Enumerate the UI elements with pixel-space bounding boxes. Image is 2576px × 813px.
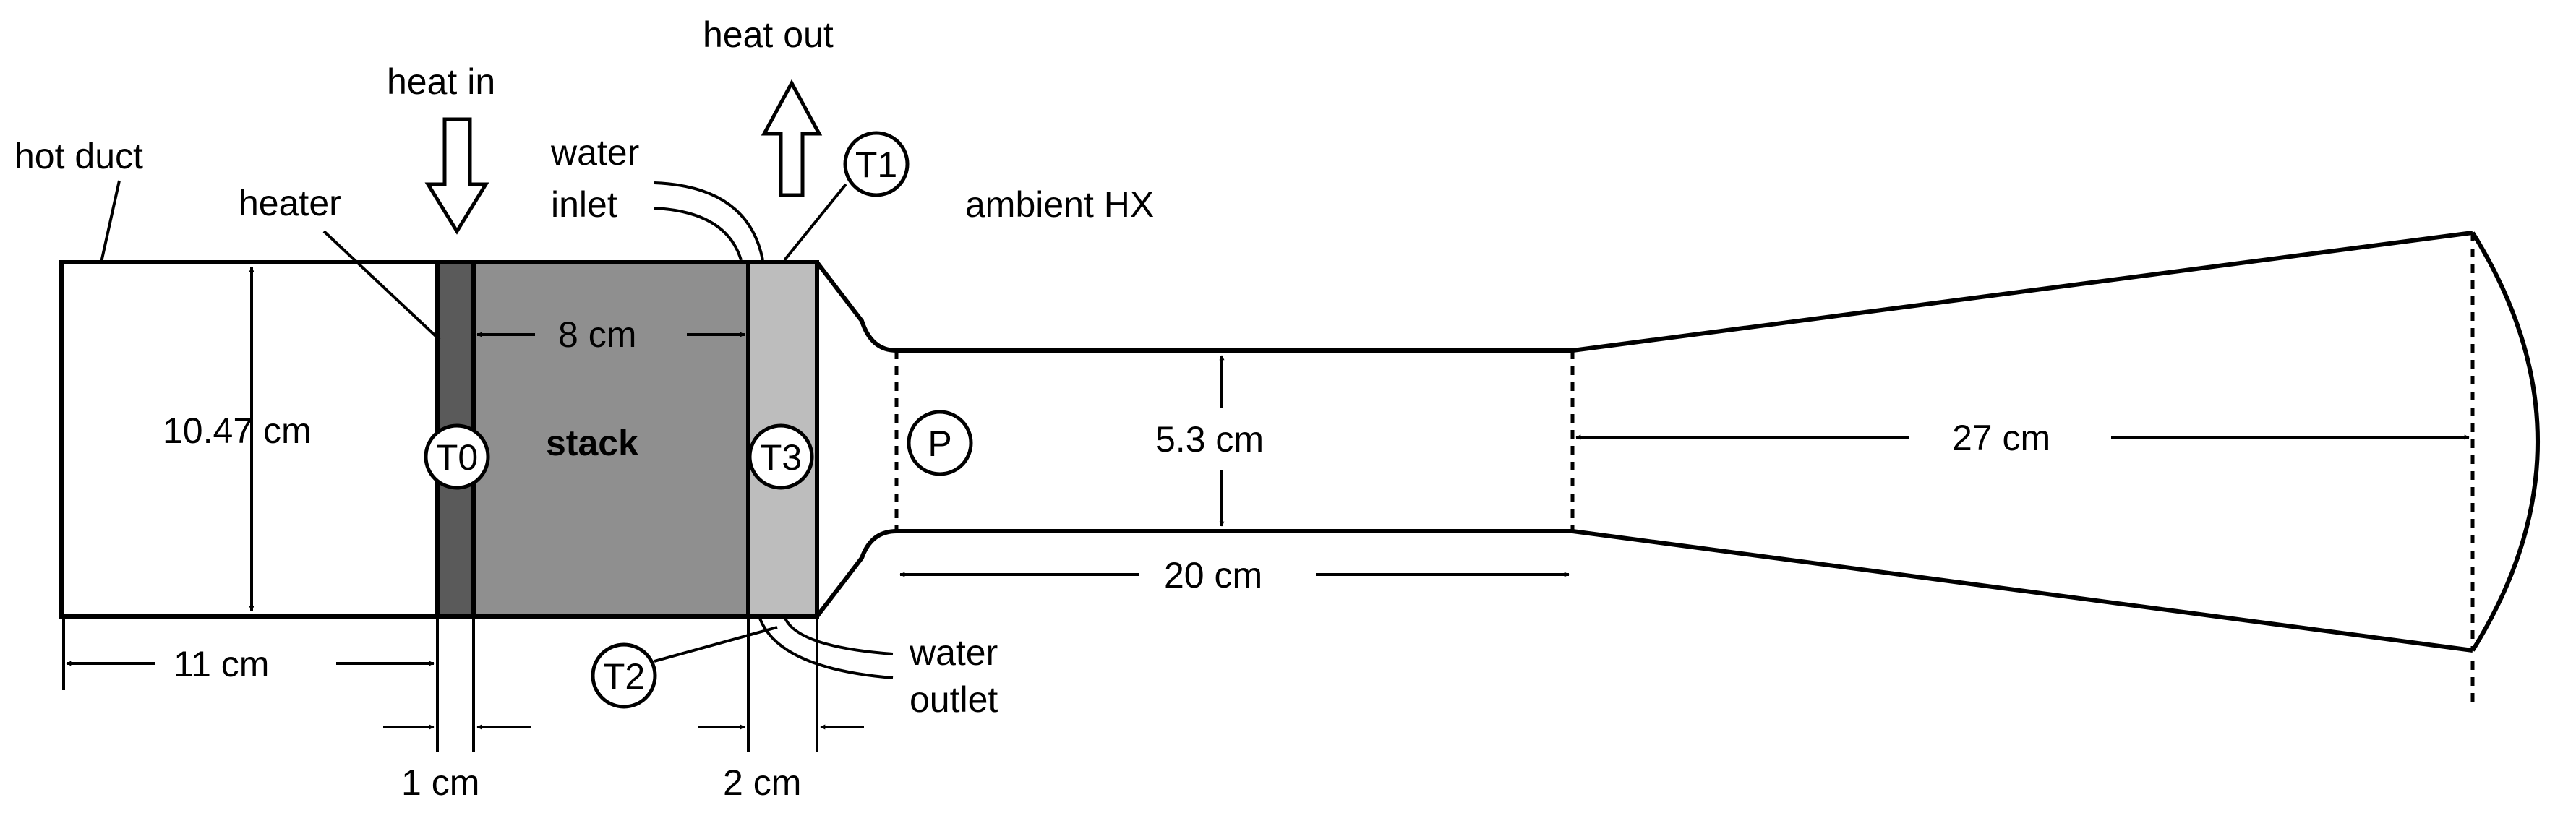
hot-duct-leader — [100, 180, 121, 263]
water-inlet-label-1: water — [550, 132, 639, 173]
cone-top — [1572, 231, 2473, 353]
taper-top — [815, 261, 897, 353]
water-inlet-pipe-2 — [654, 207, 743, 261]
stack — [471, 260, 750, 619]
sensor-t3-label: T3 — [760, 437, 802, 478]
heat-in-label: heat in — [387, 61, 495, 102]
t2-leader — [654, 626, 778, 663]
cone-cap — [2470, 231, 2540, 652]
heat-in-arrow — [424, 117, 489, 235]
narrow-diameter-label: 5.3 cm — [1155, 419, 1264, 460]
ambient-hx-label: ambient HX — [965, 184, 1154, 225]
stack-length-label: 8 cm — [558, 314, 636, 355]
water-outlet-label-2: outlet — [910, 679, 998, 720]
sensor-t2-label: T2 — [603, 656, 645, 697]
stack-label: stack — [546, 423, 638, 463]
sensor-t2 — [591, 642, 657, 709]
hot-duct-length-label: 11 cm — [174, 644, 269, 684]
taper-bottom — [815, 529, 897, 618]
heater-leader — [322, 230, 441, 341]
hx-length-label: 2 cm — [723, 762, 801, 803]
narrow-length-label: 20 cm — [1164, 555, 1262, 595]
heat-out-label: heat out — [703, 14, 834, 55]
heat-out-arrow — [761, 79, 823, 197]
heater-length-label: 1 cm — [401, 762, 479, 803]
water-inlet-label-2: inlet — [551, 184, 617, 225]
water-outlet-pipe — [758, 616, 894, 679]
water-inlet-pipe — [654, 181, 764, 261]
water-outlet-label-1: water — [909, 632, 998, 673]
sensor-p — [907, 410, 973, 476]
duct-height-label: 10.47 cm — [163, 410, 312, 451]
t1-leader — [783, 183, 847, 262]
sensor-p-label: P — [928, 423, 951, 464]
sensor-t1-label: T1 — [855, 145, 897, 185]
sensor-t0-label: T0 — [436, 437, 478, 478]
sensor-t0 — [424, 423, 490, 490]
heater-label: heater — [239, 183, 341, 223]
cone-bottom — [1572, 529, 2473, 653]
sensor-t3 — [748, 423, 814, 490]
hot-duct-label: hot duct — [14, 136, 143, 176]
cone-length-label: 27 cm — [1952, 418, 2050, 458]
water-outlet-pipe-2 — [783, 616, 894, 655]
sensor-t1 — [843, 131, 910, 197]
